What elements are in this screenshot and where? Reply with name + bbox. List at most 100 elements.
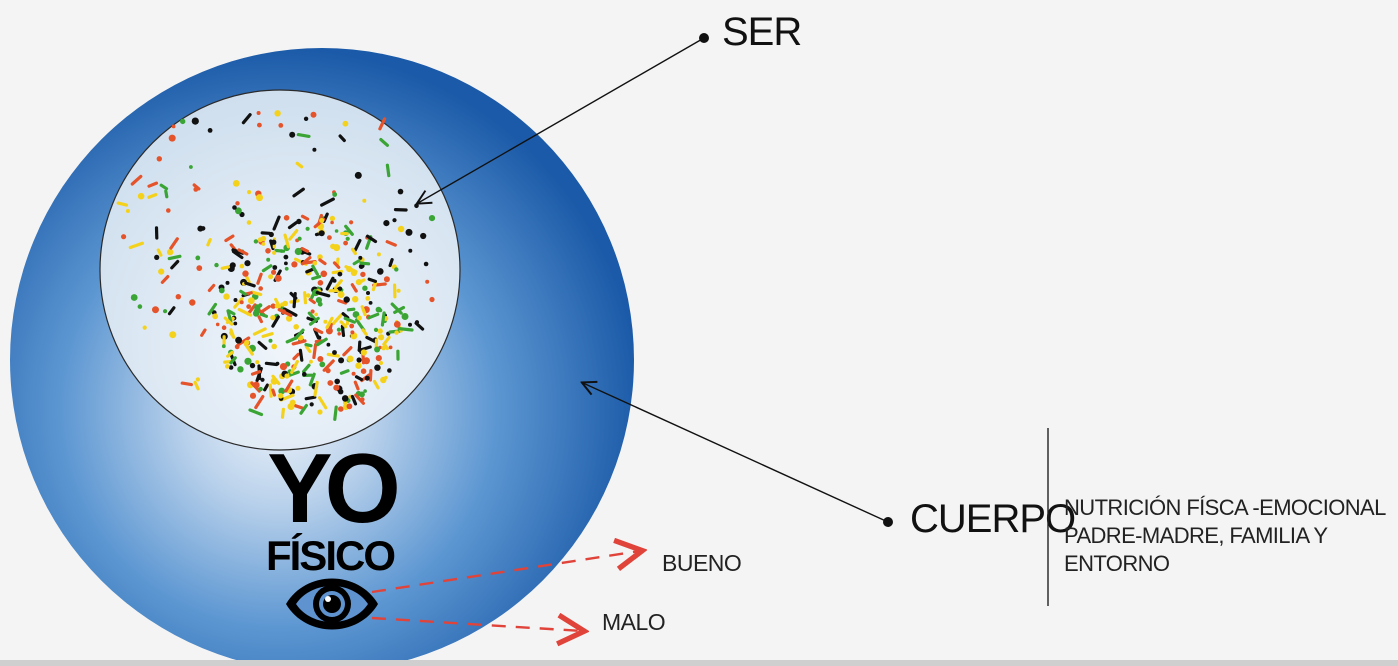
confetti-dash bbox=[288, 229, 299, 241]
confetti-dot bbox=[237, 366, 244, 373]
confetti-dash bbox=[192, 183, 201, 191]
confetti-dash bbox=[167, 306, 176, 316]
confetti-dot bbox=[334, 229, 339, 233]
confetti-dot bbox=[228, 365, 234, 370]
yo-title: YO bbox=[267, 433, 397, 543]
confetti-dash bbox=[264, 361, 279, 367]
confetti-dash bbox=[156, 248, 163, 257]
confetti-dot bbox=[377, 328, 383, 334]
confetti-dot bbox=[303, 116, 309, 122]
confetti-dash bbox=[236, 336, 251, 347]
cuerpo-label: CUERPO bbox=[910, 497, 1075, 541]
confetti-dash bbox=[325, 316, 334, 330]
confetti-dot bbox=[355, 279, 362, 286]
confetti-dash bbox=[385, 240, 397, 247]
confetti-dot bbox=[271, 269, 277, 275]
confetti-dot bbox=[350, 330, 355, 335]
confetti-dash bbox=[313, 380, 319, 397]
confetti-dot bbox=[293, 324, 300, 330]
confetti-dash bbox=[231, 250, 244, 260]
confetti-dash bbox=[169, 237, 179, 250]
confetti-dot bbox=[309, 359, 313, 364]
confetti-dot bbox=[350, 269, 358, 276]
confetti-dash bbox=[229, 331, 236, 339]
confetti-dash bbox=[353, 380, 360, 391]
confetti-dash bbox=[337, 299, 348, 305]
confetti-dash bbox=[243, 342, 254, 356]
confetti-dot bbox=[380, 376, 387, 384]
confetti-dash bbox=[303, 291, 308, 305]
confetti-dot bbox=[341, 395, 349, 402]
confetti-dot bbox=[189, 165, 193, 169]
confetti-dash bbox=[250, 381, 261, 393]
confetti-dot bbox=[302, 371, 307, 377]
confetti-dot bbox=[260, 377, 265, 382]
confetti-dash bbox=[180, 381, 193, 387]
confetti-dot bbox=[249, 392, 257, 399]
confetti-dot bbox=[168, 134, 176, 142]
confetti-dot bbox=[278, 123, 284, 128]
confetti-dot bbox=[329, 215, 336, 222]
confetti-dot bbox=[223, 293, 230, 300]
confetti-dash bbox=[367, 312, 380, 320]
confetti-dot bbox=[296, 218, 302, 225]
confetti-dot bbox=[312, 260, 318, 266]
confetti-dash bbox=[226, 309, 233, 324]
bueno-arrow bbox=[371, 551, 640, 594]
confetti-dot bbox=[306, 293, 311, 298]
confetti-dash bbox=[237, 248, 249, 256]
confetti-dash bbox=[256, 272, 263, 285]
confetti-dash bbox=[341, 312, 350, 320]
confetti-dot bbox=[343, 400, 348, 405]
confetti-dash bbox=[284, 379, 294, 393]
confetti-dot bbox=[254, 304, 261, 311]
confetti-dot bbox=[256, 111, 261, 115]
confetti-dot bbox=[362, 198, 367, 203]
confetti-dot bbox=[233, 298, 238, 302]
confetti-dash bbox=[280, 407, 285, 419]
confetti-dash bbox=[244, 281, 256, 288]
confetti-dash bbox=[308, 297, 316, 305]
confetti-dot bbox=[246, 304, 252, 309]
confetti-dash bbox=[287, 221, 298, 230]
confetti-dot bbox=[191, 117, 199, 125]
confetti-dot bbox=[333, 244, 341, 252]
confetti-dash bbox=[307, 311, 317, 321]
confetti-dot bbox=[214, 262, 219, 268]
confetti-dot bbox=[326, 342, 331, 347]
confetti-dash bbox=[260, 305, 271, 313]
confetti-dot bbox=[360, 397, 365, 402]
confetti-dot bbox=[255, 360, 260, 365]
confetti-dot bbox=[352, 296, 359, 303]
confetti-dot bbox=[330, 220, 334, 225]
confetti-dot bbox=[428, 215, 436, 222]
confetti-dash bbox=[343, 316, 356, 324]
confetti-dot bbox=[163, 309, 168, 314]
confetti-dot bbox=[317, 356, 324, 362]
confetti-dot bbox=[317, 409, 323, 415]
confetti-dot bbox=[360, 349, 367, 356]
confetti-dot bbox=[405, 228, 413, 236]
confetti-dot bbox=[270, 303, 276, 309]
confetti-dot bbox=[359, 391, 365, 398]
confetti-dot bbox=[215, 322, 220, 327]
confetti-dot bbox=[268, 231, 274, 238]
confetti-dash bbox=[335, 257, 340, 266]
confetti-dot bbox=[375, 355, 382, 362]
confetti-dot bbox=[394, 330, 399, 335]
confetti-dot bbox=[274, 110, 281, 117]
confetti-dot bbox=[274, 303, 280, 309]
confetti-dot bbox=[247, 297, 255, 305]
confetti-dot bbox=[320, 270, 328, 278]
cuerpo-note-line1: NUTRICIÓN FÍSCA -EMOCIONAL bbox=[1064, 495, 1386, 520]
confetti-dash bbox=[300, 256, 312, 266]
confetti-dash bbox=[116, 201, 129, 207]
confetti-dash bbox=[308, 316, 320, 326]
confetti-dot bbox=[152, 306, 159, 314]
confetti-dash bbox=[164, 189, 169, 199]
confetti-dot bbox=[327, 235, 332, 241]
confetti-dot bbox=[253, 239, 259, 244]
confetti-dash bbox=[263, 383, 269, 392]
confetti-dash bbox=[346, 307, 356, 312]
confetti-dash bbox=[159, 183, 169, 191]
